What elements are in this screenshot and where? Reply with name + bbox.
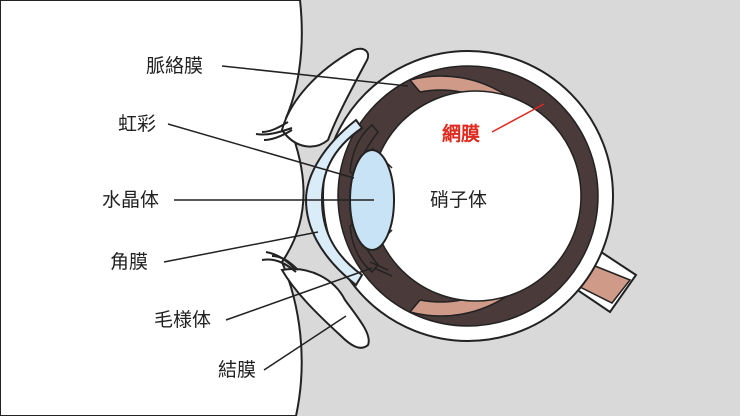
retina-leader-line	[491, 103, 545, 133]
label-conjunctiva: 結膜	[218, 359, 256, 381]
label-iris: 虹彩	[118, 113, 156, 135]
label-ciliary-body: 毛様体	[154, 309, 211, 331]
label-cornea: 角膜	[110, 251, 148, 273]
cornea	[304, 118, 364, 287]
lower-eyelashes	[261, 251, 299, 273]
label-choroid: 脈絡膜	[146, 55, 203, 77]
label-retina: 網膜	[442, 122, 480, 145]
upper-eyelashes	[255, 121, 293, 141]
label-lens: 水晶体	[102, 189, 159, 211]
upper-eyelid	[280, 47, 370, 148]
face-profile	[0, 0, 305, 416]
label-vitreous: 硝子体	[430, 189, 487, 211]
leader-lines	[163, 65, 409, 371]
